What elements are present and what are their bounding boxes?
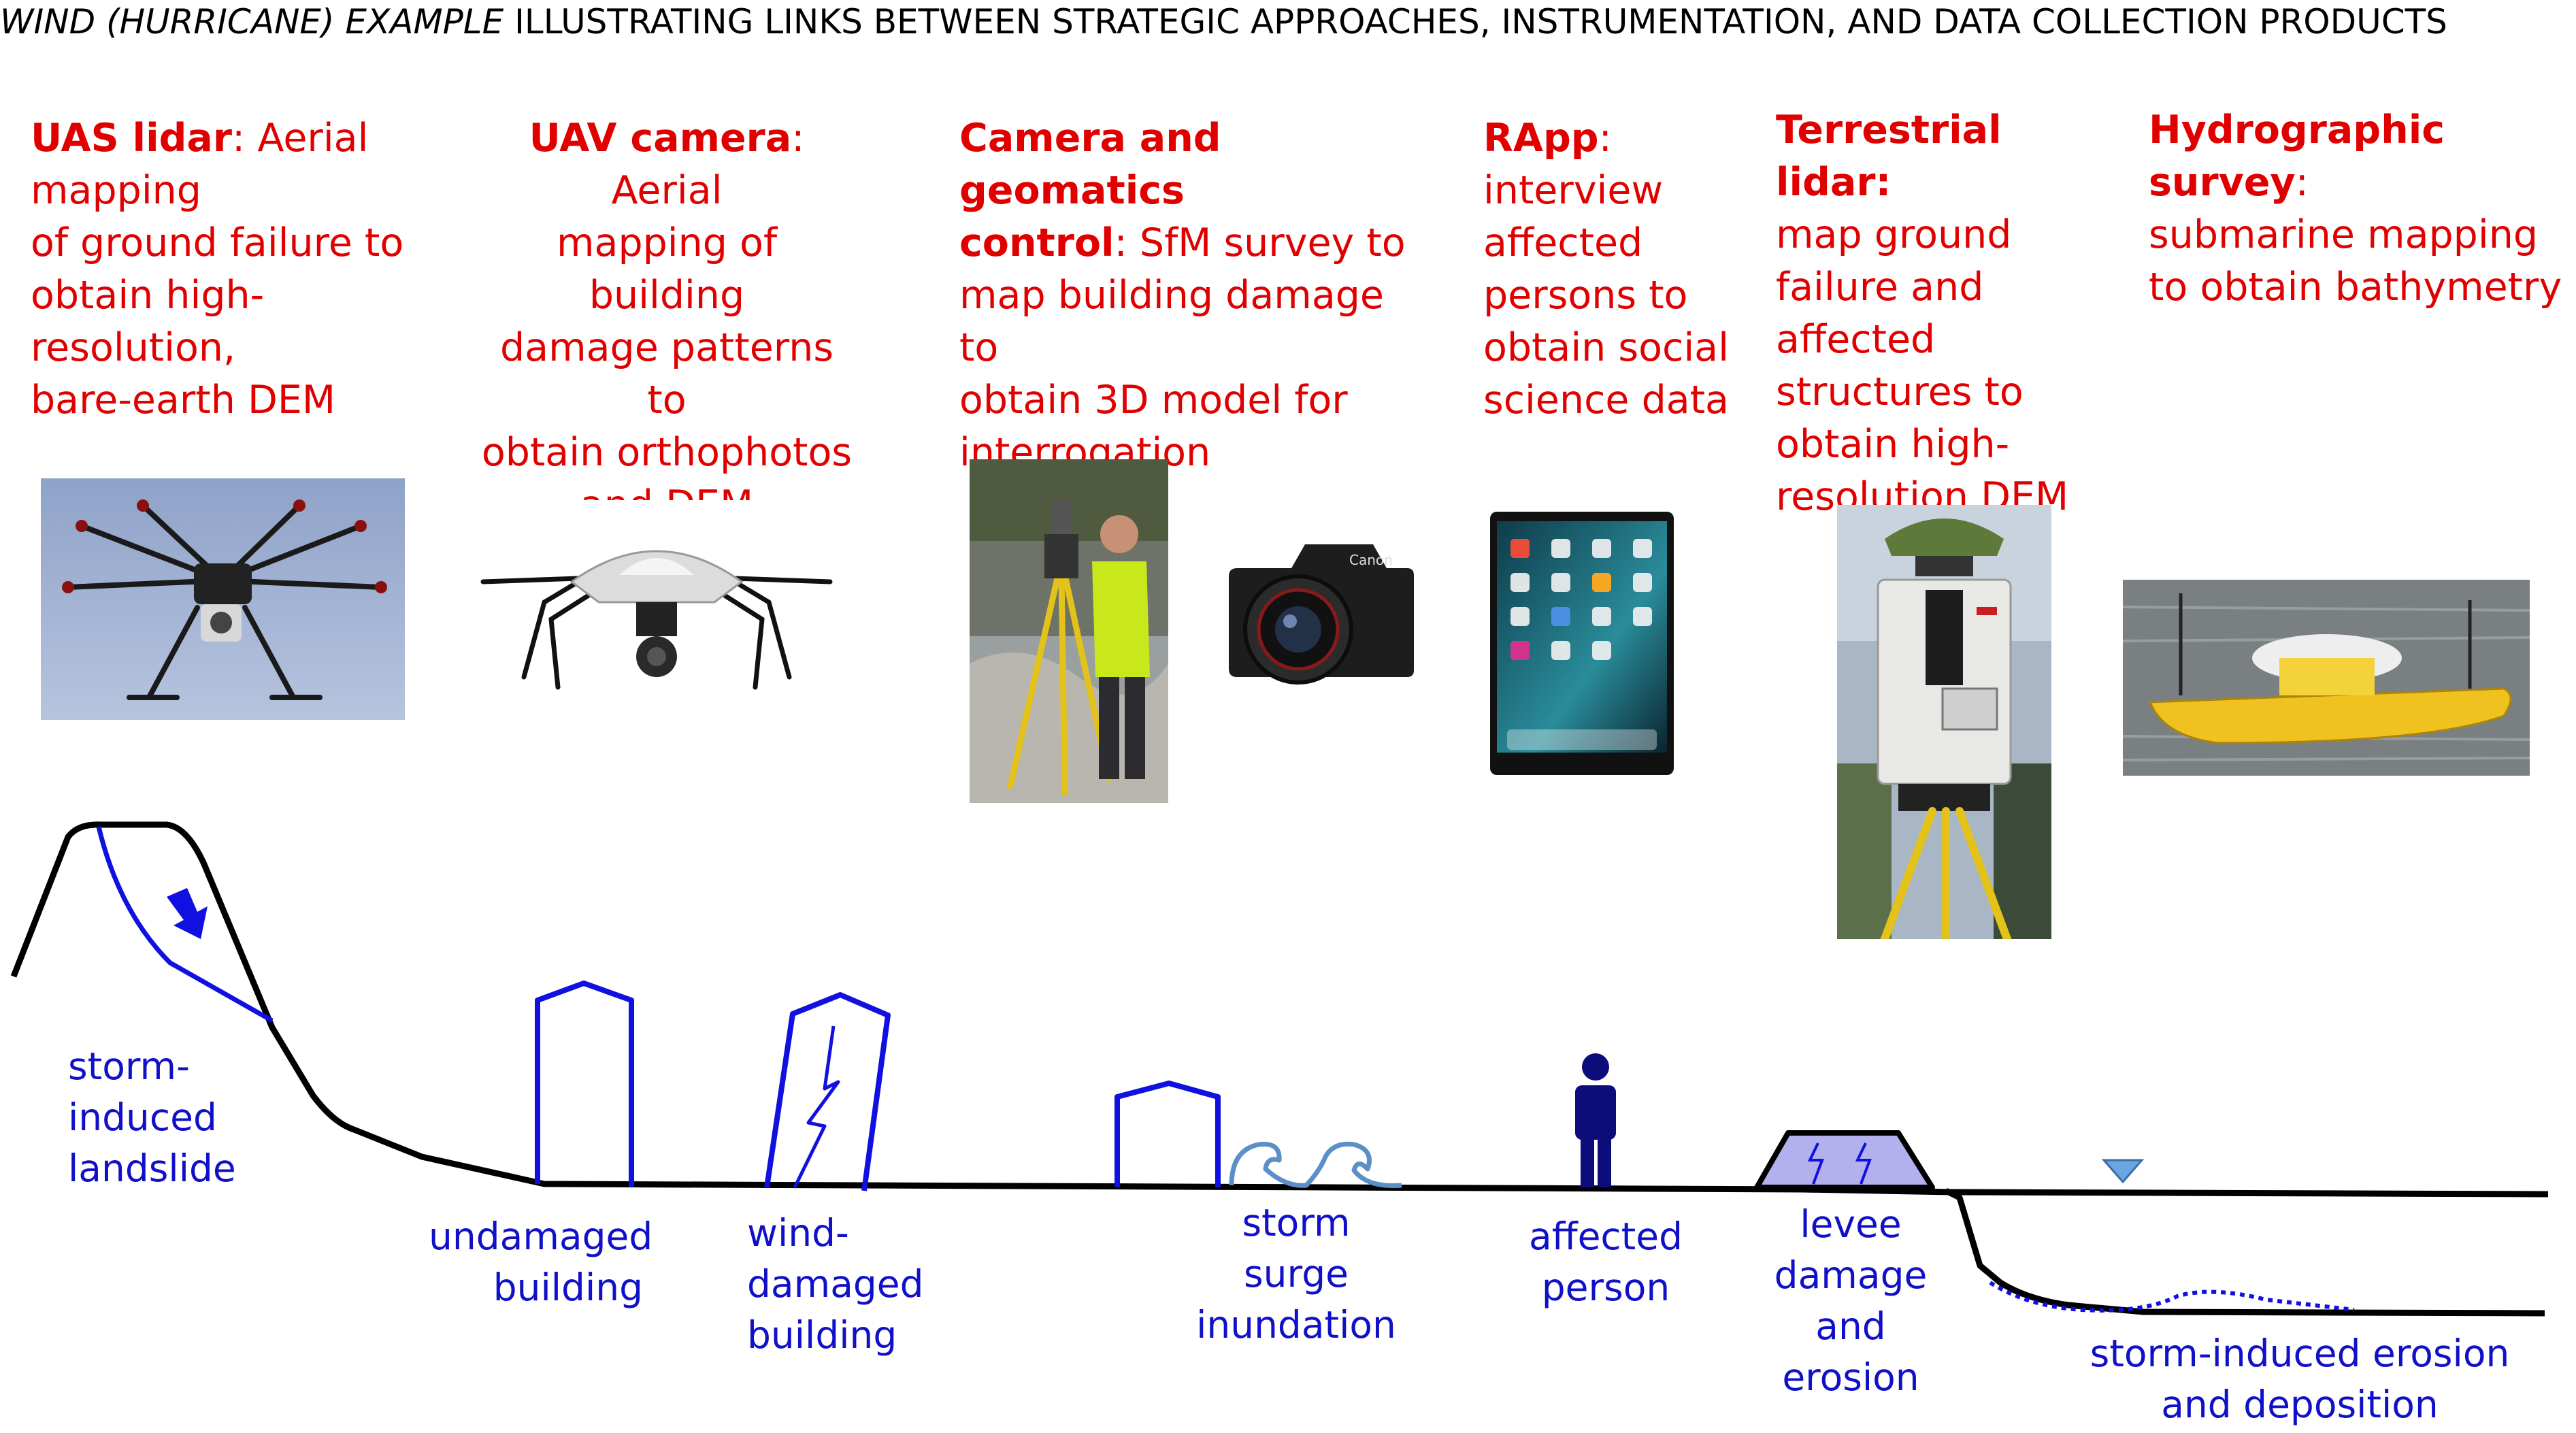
dslr-camera-icon: Canon [1217,534,1419,685]
label-storm-surge-inundation: storm surge inundation [1196,1201,1396,1347]
shoreline-drop-line [1944,1187,2545,1317]
hexacopter-drone-icon [41,478,405,720]
wave-icon [1229,1141,1402,1189]
levee-crack-icons [1807,1142,1872,1185]
method-rapp: RApp: interview affected persons to obta… [1483,116,1729,423]
hexacopter-photo [41,478,405,720]
terrestrial-scanner-photo [1837,505,2051,939]
landslide-slip-surface [96,826,274,1023]
label-levee-damage: levee damage and erosion [1774,1202,1928,1399]
figure-title: WIND (HURRICANE) EXAMPLE ILLUSTRATING LI… [0,0,2576,44]
method-hydrographic-survey: Hydrographic survey: submarine mapping t… [2149,108,2562,310]
quadcopter-drone-icon [469,500,844,697]
levee-shape [1754,1130,1935,1190]
water-level-marker-icon [2101,1159,2145,1184]
label-wind-damaged-building: wind- damaged building [747,1211,924,1357]
uav-photo [469,500,844,697]
hydrographic-boat-icon [2123,580,2530,776]
landslide-arrow-icon [167,888,208,939]
label-storm-induced-erosion: storm-induced erosion and deposition [2090,1332,2510,1426]
label-storm-induced-landslide: storm- induced landslide [68,1044,236,1190]
undamaged-building-shape [535,981,634,1187]
surveyor-photo [970,459,1168,803]
method-uav-camera-name: UAV camera [529,116,792,161]
erosion-profile-line [1989,1281,2355,1313]
method-uas-lidar-name: UAS lidar [31,116,232,161]
tablet-icon [1490,512,1674,775]
wind-damaged-building-shape [764,992,891,1191]
figure-title-italic: WIND (HURRICANE) EXAMPLE [0,2,504,42]
terrestrial-laser-scanner-icon [1837,505,2051,939]
label-affected-person: affected person [1529,1215,1683,1309]
tablet-photo [1490,512,1674,775]
ground-profile-line [10,821,2549,1198]
label-undamaged-building: undamaged building [429,1215,653,1309]
surge-building-shape [1114,1081,1221,1187]
person-icon [1575,1053,1616,1187]
camera-brand-text: Canon [1349,552,1393,568]
figure-title-rest: ILLUSTRATING LINKS BETWEEN STRATEGIC APP… [503,2,2447,42]
crack-icon [793,1025,840,1189]
dslr-photo: Canon [1217,534,1419,685]
total-station-surveyor-icon [970,459,1168,803]
method-uas-lidar: UAS lidar: Aerial mapping of ground fail… [31,116,404,423]
boat-photo [2123,580,2530,776]
